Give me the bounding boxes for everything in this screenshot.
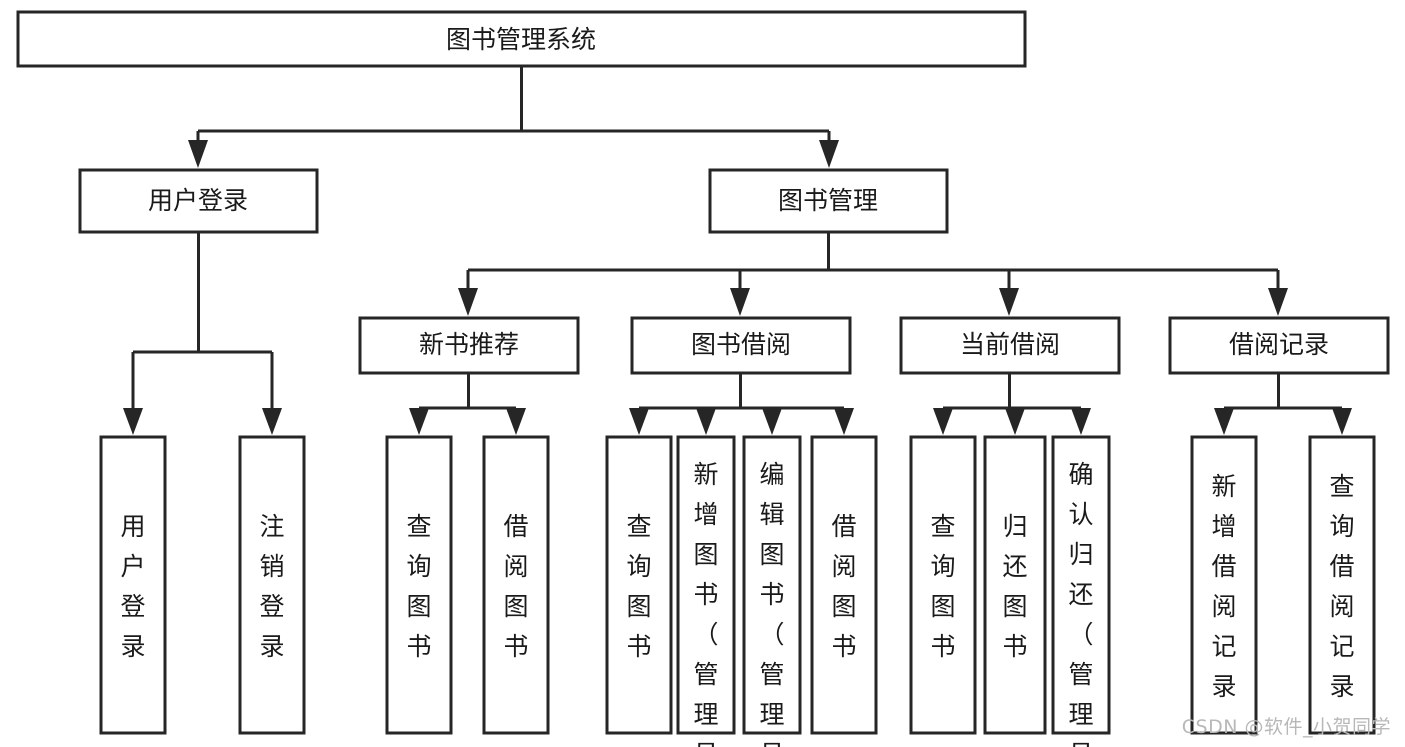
arrow-head-leaf-user-login xyxy=(123,408,143,435)
node-current-borrow-label: 当前借阅 xyxy=(960,330,1060,359)
leaf-borrow-book-rec-box[interactable] xyxy=(482,435,550,735)
leaf-logout-login-box[interactable] xyxy=(238,435,306,735)
arrow-head-current-borrow xyxy=(999,288,1019,316)
node-root[interactable]: 图书管理系统 xyxy=(16,10,1027,68)
arrow-head-leaf-borrow-book-rec xyxy=(506,408,526,435)
leaf-user-login-label: 用户登录 xyxy=(120,512,145,661)
arrow-head-borrow-record xyxy=(1268,288,1288,316)
node-book-borrow-label: 图书借阅 xyxy=(691,330,791,359)
leaf-add-book-admin-label: 新增图书（管理员） xyxy=(693,460,718,747)
arrow-head-leaf-query-book-current xyxy=(933,408,953,435)
leaf-query-book-current[interactable]: 查询图书 xyxy=(909,435,977,735)
leaf-add-borrow-record-box[interactable] xyxy=(1190,435,1258,735)
node-borrow-record[interactable]: 借阅记录 xyxy=(1168,316,1390,375)
arrow-head-book-management xyxy=(819,140,839,168)
arrow-head-leaf-query-book-borrow xyxy=(629,408,649,435)
arrow-head-book-borrow xyxy=(730,288,750,316)
node-root-label: 图书管理系统 xyxy=(446,25,596,54)
arrow-head-new-book-recommend xyxy=(458,288,478,316)
leaf-user-login-box[interactable] xyxy=(99,435,167,735)
leaf-confirm-return-admin-label: 确认归还（管理员） xyxy=(1068,460,1093,747)
leaf-return-book[interactable]: 归还图书 xyxy=(983,435,1047,735)
leaf-query-borrow-record-box[interactable] xyxy=(1308,435,1376,735)
node-root-box[interactable] xyxy=(16,10,1027,68)
arrow-head-leaf-confirm-return-admin xyxy=(1071,408,1091,435)
node-new-book-recommend-label: 新书推荐 xyxy=(419,330,519,359)
arrow-head-leaf-query-borrow-record xyxy=(1332,408,1352,435)
leaf-query-book-borrow-box[interactable] xyxy=(605,435,673,735)
leaf-query-book-current-box[interactable] xyxy=(909,435,977,735)
leaf-confirm-return-admin-box[interactable] xyxy=(1051,435,1111,735)
leaf-query-book-rec[interactable]: 查询图书 xyxy=(385,435,453,735)
leaf-logout-login[interactable]: 注销登录 xyxy=(238,435,306,735)
leaf-edit-book-admin[interactable]: 编辑图书（管理员） xyxy=(742,435,802,747)
arrow-head-user-login xyxy=(188,140,208,168)
leaf-edit-book-admin-label: 编辑图书（管理员） xyxy=(759,460,784,747)
leaf-query-borrow-record[interactable]: 查询借阅记录 xyxy=(1308,435,1376,735)
leaf-query-book-current-label: 查询图书 xyxy=(930,512,955,661)
leaf-add-borrow-record-label: 新增借阅记录 xyxy=(1211,472,1236,701)
leaf-add-book-admin[interactable]: 新增图书（管理员） xyxy=(676,435,736,747)
arrow-head-leaf-query-book-rec xyxy=(409,408,429,435)
leaf-query-book-rec-label: 查询图书 xyxy=(406,512,431,661)
leaf-confirm-return-admin[interactable]: 确认归还（管理员） xyxy=(1051,435,1111,747)
arrow-head-leaf-add-book-admin xyxy=(696,408,716,435)
leaf-edit-book-admin-box[interactable] xyxy=(742,435,802,735)
leaf-user-login[interactable]: 用户登录 xyxy=(99,435,167,735)
leaf-borrow-book-rec-label: 借阅图书 xyxy=(503,512,528,661)
arrow-head-leaf-return-book xyxy=(1005,408,1025,435)
node-current-borrow-box[interactable] xyxy=(899,316,1121,375)
node-borrow-record-box[interactable] xyxy=(1168,316,1390,375)
arrow-head-leaf-edit-book-admin xyxy=(762,408,782,435)
leaf-layer: 用户登录 注销登录 查询图书 借阅图书 查询图书 新增图书（管理员） xyxy=(99,435,1376,747)
leaf-borrow-book-rec[interactable]: 借阅图书 xyxy=(482,435,550,735)
leaf-borrow-book-borrow-label: 借阅图书 xyxy=(831,512,856,661)
leaf-borrow-book-borrow-box[interactable] xyxy=(810,435,878,735)
node-book-management-box[interactable] xyxy=(708,168,949,234)
leaf-add-borrow-record[interactable]: 新增借阅记录 xyxy=(1190,435,1258,735)
leaf-query-borrow-record-label: 查询借阅记录 xyxy=(1329,472,1354,701)
node-new-book-recommend-box[interactable] xyxy=(358,316,580,375)
connector-layer xyxy=(123,66,1352,435)
node-book-management-label: 图书管理 xyxy=(778,186,878,215)
node-user-login[interactable]: 用户登录 xyxy=(78,168,319,234)
leaf-logout-login-label: 注销登录 xyxy=(259,512,284,661)
leaf-return-book-label: 归还图书 xyxy=(1002,512,1027,661)
node-borrow-record-label: 借阅记录 xyxy=(1229,330,1329,359)
leaf-add-book-admin-box[interactable] xyxy=(676,435,736,735)
leaf-query-book-borrow-label: 查询图书 xyxy=(626,512,651,661)
arrow-head-leaf-borrow-book-borrow xyxy=(834,408,854,435)
arrow-head-leaf-add-borrow-record xyxy=(1214,408,1234,435)
node-new-book-recommend[interactable]: 新书推荐 xyxy=(358,316,580,375)
node-book-borrow[interactable]: 图书借阅 xyxy=(630,316,852,375)
node-current-borrow[interactable]: 当前借阅 xyxy=(899,316,1121,375)
leaf-return-book-box[interactable] xyxy=(983,435,1047,735)
node-user-login-label: 用户登录 xyxy=(148,186,248,215)
node-user-login-box[interactable] xyxy=(78,168,319,234)
arrow-head-leaf-logout-login xyxy=(262,408,282,435)
node-book-borrow-box[interactable] xyxy=(630,316,852,375)
leaf-query-book-borrow[interactable]: 查询图书 xyxy=(605,435,673,735)
leaf-query-book-rec-box[interactable] xyxy=(385,435,453,735)
node-book-management[interactable]: 图书管理 xyxy=(708,168,949,234)
leaf-borrow-book-borrow[interactable]: 借阅图书 xyxy=(810,435,878,735)
